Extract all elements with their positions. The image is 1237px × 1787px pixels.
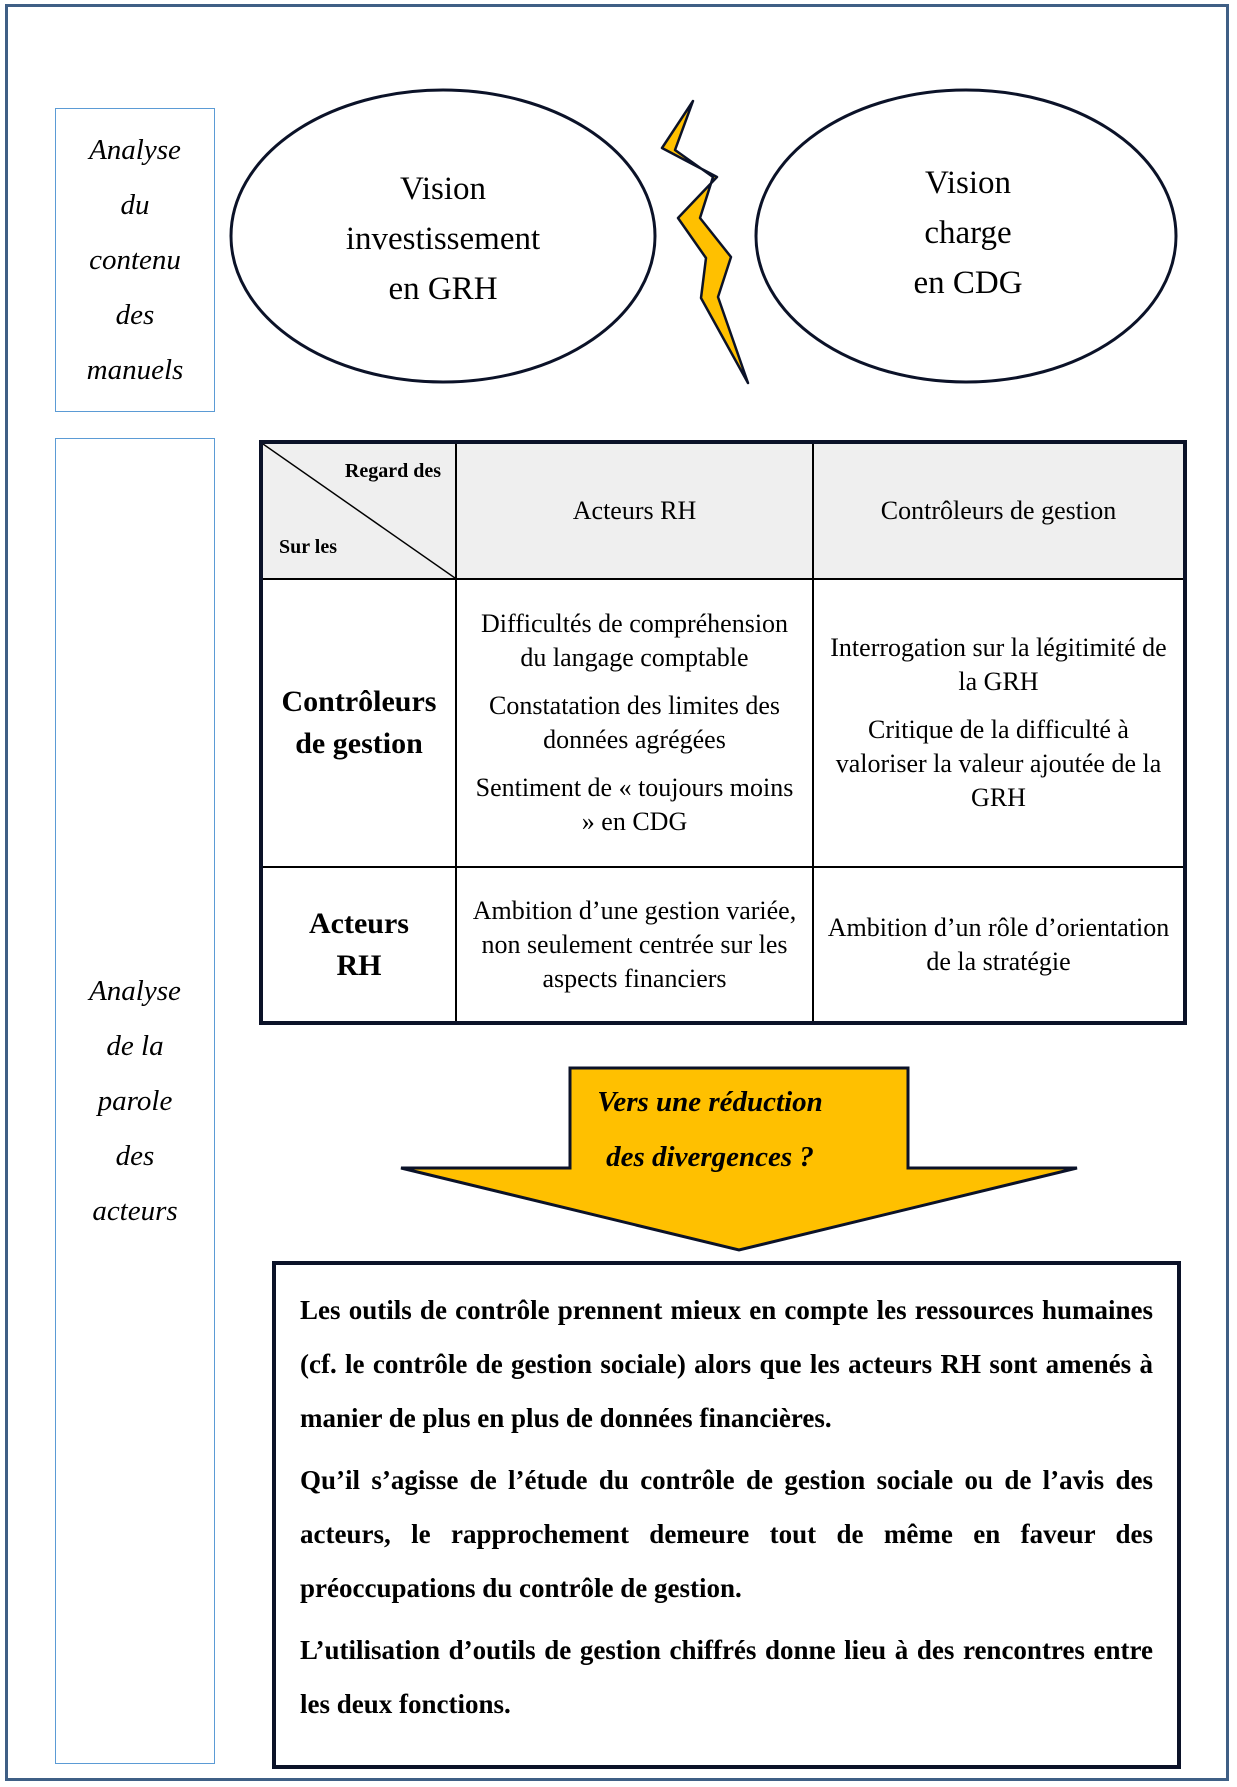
row-header-cdg: Contrôleurs de gestion <box>260 578 457 868</box>
vision-line: Vision <box>399 171 487 207</box>
sidebox-line: acteurs <box>92 1194 178 1227</box>
table-row: Acteurs RH Ambition d’une gestion variée… <box>260 866 1186 1024</box>
vision-line: Vision <box>924 165 1012 201</box>
arrow-caption: Vers une réduction des divergences ? <box>560 1075 860 1185</box>
sidebox-line: manuels <box>86 353 184 386</box>
lightning-icon <box>660 99 750 385</box>
conclusion-paragraph: L’utilisation d’outils de gestion chiffr… <box>300 1635 1153 1719</box>
page-frame <box>5 4 1229 1781</box>
sidebox-acteurs: Analyse de la parole des acteurs <box>55 438 215 1764</box>
down-arrow <box>400 1066 1078 1252</box>
cell-item: Ambition d’une gestion variée, non seule… <box>472 895 797 993</box>
conclusion-paragraph: Qu’il s’agisse de l’étude du contrôle de… <box>300 1465 1153 1603</box>
vision-line: en GRH <box>388 271 498 307</box>
cell-cdg-cdg: Interrogation sur la légitimité de la GR… <box>812 578 1186 868</box>
vision-line: en CDG <box>913 265 1023 301</box>
arrow-line: Vers une réduction <box>597 1086 823 1118</box>
vision-investissement-label: Vision investissement en GRH <box>283 164 603 314</box>
corner-bottom-label: Sur les <box>279 536 337 558</box>
sidebox-line: de la <box>106 1029 164 1062</box>
vision-diagram <box>229 88 1178 385</box>
down-arrow-shape <box>400 1066 1078 1252</box>
arrow-line: des divergences ? <box>606 1141 814 1173</box>
vision-charge-label: Vision charge en CDG <box>808 158 1128 308</box>
row-header-rh: Acteurs RH <box>260 866 457 1024</box>
corner-diagonal <box>263 444 455 578</box>
cell-item: Interrogation sur la légitimité de la GR… <box>830 633 1167 696</box>
conclusion-paragraph: Les outils de contrôle prennent mieux en… <box>300 1295 1153 1433</box>
sidebox-line: des <box>115 1139 155 1172</box>
table-row: Contrôleurs de gestion Difficultés de co… <box>260 578 1186 868</box>
cell-item: Ambition d’un rôle d’orientation de la s… <box>827 912 1170 976</box>
ellipse-investissement <box>229 88 657 384</box>
corner-top-label: Regard des <box>344 460 441 482</box>
cell-item: Sentiment de « toujours moins » en CDG <box>475 773 794 836</box>
vision-line: charge <box>924 215 1012 251</box>
cell-rh-rh: Ambition d’une gestion variée, non seule… <box>455 866 814 1024</box>
sidebox-line: Analyse <box>89 133 181 166</box>
cell-item: Critique de la difficulté à valoriser la… <box>835 715 1162 812</box>
sidebox-line: parole <box>97 1084 173 1117</box>
cell-cdg-rh: Difficultés de compréhension du langage … <box>455 578 814 868</box>
sidebox-line: des <box>115 298 155 331</box>
regard-table: Regard des Sur les Acteurs RH Contrôleur… <box>259 440 1187 1025</box>
sidebox-line: du <box>120 188 150 221</box>
ellipse-charge <box>754 88 1178 384</box>
table-header-row: Regard des Sur les Acteurs RH Contrôleur… <box>260 441 1186 580</box>
cell-item: Constatation des limites des données agr… <box>488 691 781 754</box>
conclusion-box: Les outils de contrôle prennent mieux en… <box>272 1261 1181 1769</box>
table-corner: Regard des Sur les <box>260 441 457 580</box>
vision-line: investissement <box>345 221 541 257</box>
col-header-rh: Acteurs RH <box>455 441 814 580</box>
cell-item: Difficultés de compréhension du langage … <box>480 609 789 672</box>
sidebox-line: contenu <box>89 243 181 276</box>
col-header-cdg: Contrôleurs de gestion <box>812 441 1186 580</box>
sidebox-manuels: Analyse du contenu des manuels <box>55 108 215 412</box>
sidebox-line: Analyse <box>89 974 181 1007</box>
cell-rh-cdg: Ambition d’un rôle d’orientation de la s… <box>812 866 1186 1024</box>
